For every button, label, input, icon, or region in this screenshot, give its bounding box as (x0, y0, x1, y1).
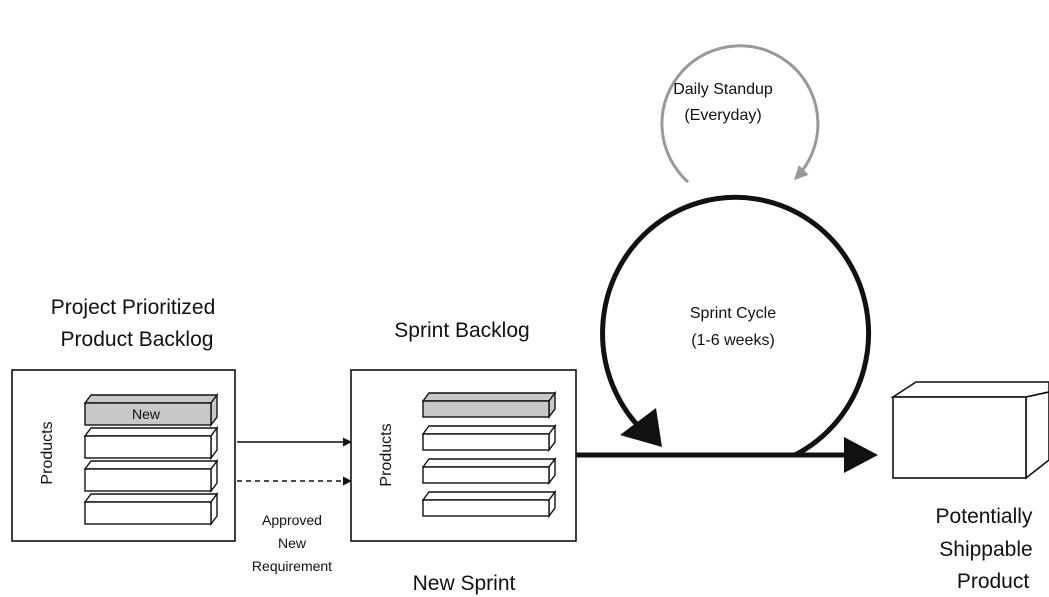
product-backlog-item (83, 425, 219, 461)
sprint-backlog-item (421, 489, 557, 519)
approved-label-line1: Approved (262, 512, 322, 528)
product-backlog-side-label: Products (39, 421, 56, 484)
sprint-backlog-side-label: Products (378, 423, 395, 486)
sprint-backlog-item (421, 423, 557, 453)
sprint-backlog-group: Sprint Backlog Products New Sprint (350, 319, 577, 595)
sprint-cycle-label-line2: (1-6 weeks) (691, 332, 775, 349)
new-item-label: New (132, 406, 161, 422)
sprint-cycle-label-line1: Sprint Cycle (690, 305, 776, 322)
sprint-backlog-item-highlighted (421, 390, 557, 420)
product-backlog-group: Project Prioritized Product Backlog Prod… (11, 296, 236, 542)
product-backlog-item (83, 491, 219, 527)
product-backlog-title-line1: Project Prioritized (51, 296, 216, 319)
approved-label-line3: Requirement (252, 558, 332, 574)
main-flow-arrowhead (844, 437, 878, 473)
output-label-line1: Potentially (936, 505, 1033, 528)
sprint-backlog-title: Sprint Backlog (394, 319, 529, 342)
daily-standup-label-line1: Daily Standup (673, 81, 773, 98)
output-label-line2: Shippable (939, 538, 1032, 561)
product-backlog-item-new: New (83, 392, 219, 428)
daily-standup-label-line2: (Everyday) (684, 107, 761, 124)
approved-label-line2: New (278, 535, 307, 551)
output-label-line3: Product (957, 570, 1030, 593)
sprint-backlog-item (421, 456, 557, 486)
product-backlog-item (83, 458, 219, 494)
sprint-cycle-loop (600, 194, 872, 458)
daily-standup-loop (660, 44, 820, 184)
sprint-cycle-arrowhead (620, 408, 662, 447)
shippable-product-box (890, 381, 1049, 480)
new-sprint-label: New Sprint (413, 572, 516, 595)
product-backlog-title-line2: Product Backlog (61, 328, 214, 351)
